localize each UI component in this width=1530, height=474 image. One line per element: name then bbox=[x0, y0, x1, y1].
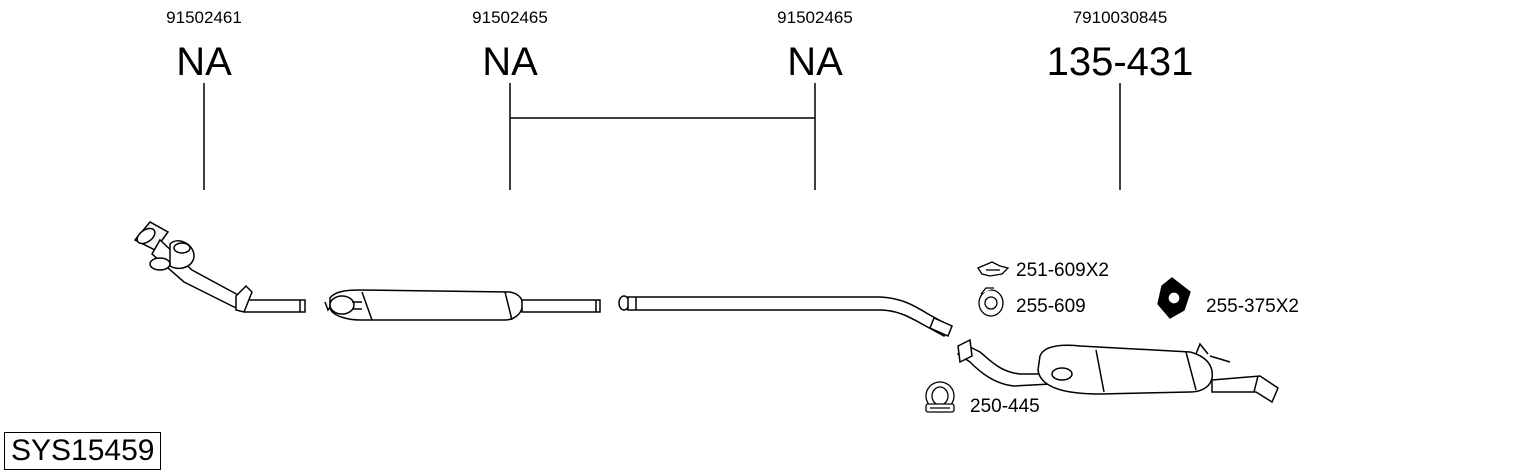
part-number-rear-muffler: 7910030845 bbox=[1072, 8, 1168, 27]
accessory-label-clamp[interactable]: 250-445 bbox=[970, 396, 1040, 417]
rubber-mount-icon bbox=[978, 287, 1004, 317]
accessory-label-gasket[interactable]: 255-375X2 bbox=[1206, 296, 1299, 317]
system-id-label: SYS15459 bbox=[4, 432, 162, 470]
code-front-pipe[interactable]: NA bbox=[176, 40, 232, 84]
accessory-label-bracket[interactable]: 251-609X2 bbox=[1016, 260, 1109, 281]
clamp-icon bbox=[925, 381, 955, 413]
part-number-front-pipe: 91502461 bbox=[166, 8, 242, 27]
code-rear-muffler[interactable]: 135-431 bbox=[1046, 40, 1194, 84]
intermediate-pipe-drawing bbox=[618, 295, 953, 338]
accessory-label-rubber-mount[interactable]: 255-609 bbox=[1016, 296, 1086, 317]
part-number-center-muffler: 91502465 bbox=[472, 8, 548, 27]
bracket-icon bbox=[977, 261, 1010, 277]
center-muffler-drawing bbox=[324, 289, 601, 321]
front-pipe-drawing bbox=[133, 221, 306, 313]
part-number-intermediate-pipe: 91502465 bbox=[777, 8, 853, 27]
rear-muffler-drawing bbox=[956, 338, 1279, 404]
code-intermediate-pipe[interactable]: NA bbox=[787, 40, 843, 84]
code-center-muffler[interactable]: NA bbox=[482, 40, 538, 84]
gasket-icon bbox=[1157, 277, 1191, 319]
